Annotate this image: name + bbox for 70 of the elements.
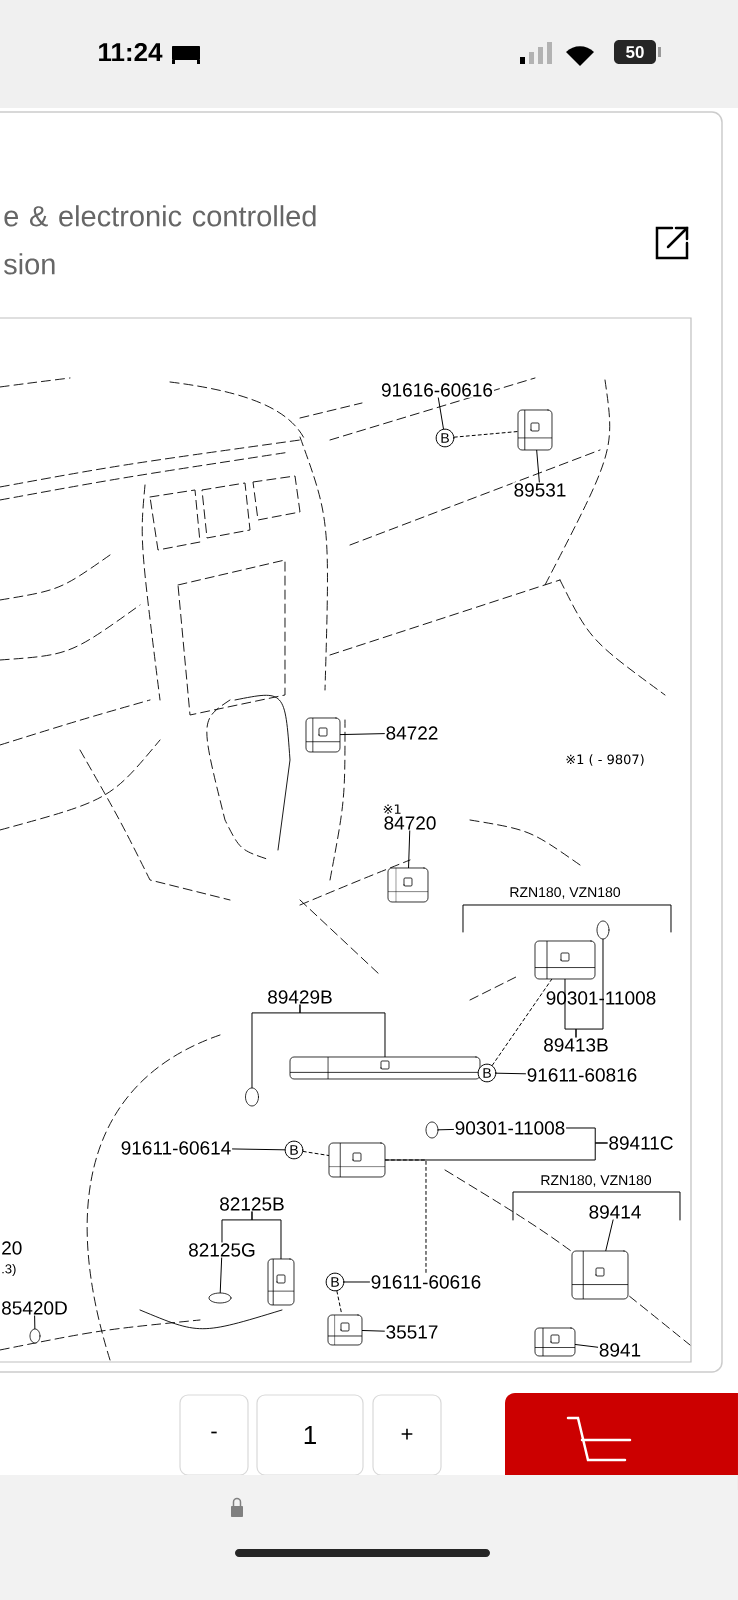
leader-line — [575, 938, 604, 1038]
leader-line — [491, 978, 553, 1066]
part-number: .3) — [2, 1263, 16, 1277]
part-number: 89531 — [512, 482, 568, 498]
part-number: 82125B — [218, 1196, 286, 1212]
page-title: e & electronic controlled sion — [4, 205, 316, 275]
part-number: 20 — [2, 1241, 22, 1255]
decrement-button: - — [179, 1394, 249, 1476]
leader-line — [453, 431, 519, 438]
part-number: 91611-60616 — [369, 1274, 483, 1290]
leader-line — [232, 1148, 286, 1151]
part-drawing — [328, 1142, 386, 1178]
part-number: 90301-11008 — [544, 990, 658, 1006]
o-ring-drawing — [245, 1087, 259, 1107]
circled-letter: B — [325, 1272, 345, 1292]
part-number: 90301-11008 — [453, 1120, 567, 1136]
circled-letter: B — [477, 1063, 497, 1083]
leader-line — [251, 1211, 282, 1260]
variant-label: RZN180, VZN180 — [541, 1175, 652, 1187]
part-number: 91616-60616 — [380, 382, 494, 398]
part-drawing — [571, 1250, 629, 1300]
part-drawing — [327, 1314, 363, 1346]
leader-line — [437, 1128, 454, 1131]
part-number: 82125G — [187, 1242, 257, 1258]
leader-line — [384, 1159, 427, 1275]
leader-line — [536, 449, 540, 483]
status-time: 11:24 — [99, 42, 163, 62]
leader-line — [605, 1219, 614, 1252]
leader-line — [408, 830, 411, 869]
o-ring-drawing — [29, 1328, 41, 1344]
quantity-field: 1 — [256, 1394, 364, 1476]
o-ring-drawing — [596, 920, 610, 940]
note-mark: ※1 — [383, 804, 401, 814]
part-number: 89411C — [607, 1135, 675, 1151]
part-drawing — [387, 867, 429, 903]
part-drawing — [267, 1258, 295, 1306]
leader-line — [495, 1072, 526, 1075]
part-number: 89414 — [587, 1204, 643, 1220]
part-number: 91611-60614 — [119, 1140, 233, 1156]
part-number: 84720 — [382, 815, 438, 831]
part-drawing — [305, 717, 341, 753]
part-number: 35517 — [384, 1324, 440, 1340]
part-number: 8941 — [597, 1342, 643, 1358]
leader-line — [219, 1257, 223, 1294]
leader-line — [343, 1281, 370, 1283]
part-number: 91611-60816 — [525, 1067, 639, 1083]
leader-line — [437, 397, 444, 430]
footnote-text: ※1 ( - 9807) — [566, 754, 644, 766]
part-number: 89429B — [266, 989, 334, 1005]
leader-line — [336, 1290, 343, 1316]
circled-letter: B — [284, 1140, 304, 1160]
part-drawing — [289, 1056, 481, 1080]
part-drawing — [534, 1327, 576, 1357]
part-drawing — [534, 940, 596, 980]
part-number: 89413B — [542, 1037, 610, 1053]
leader-line — [302, 1150, 330, 1156]
circled-letter: B — [435, 428, 455, 448]
o-ring-drawing — [425, 1121, 439, 1139]
leader-line — [34, 1315, 36, 1330]
leader-line — [574, 1344, 599, 1348]
leader-line — [361, 1330, 385, 1332]
part-number: 84722 — [384, 725, 440, 741]
leader-line — [299, 1004, 386, 1058]
o-ring-drawing — [208, 1292, 232, 1304]
leader-line — [339, 733, 385, 736]
part-number: 85420D — [0, 1300, 69, 1316]
part-drawing — [517, 409, 553, 451]
battery-indicator: 50 — [614, 40, 656, 64]
increment-button: + — [372, 1394, 442, 1476]
variant-label: RZN180, VZN180 — [510, 887, 621, 899]
